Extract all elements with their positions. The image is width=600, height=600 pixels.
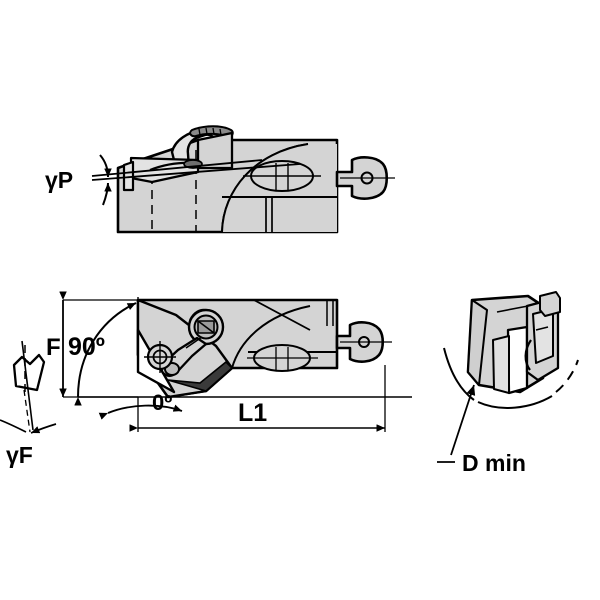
clamp-screw-slash [197,320,215,334]
gamma-p-label: γP [45,167,73,193]
angle-0-label: 0º [152,390,172,415]
side-view-top: γP [45,125,395,234]
oblique-edge [253,299,311,331]
d-min-label: D min [462,450,526,476]
f-dimension-label: F [46,334,61,361]
iso-insert-face [506,325,529,395]
knurl-1 [198,128,201,136]
iso-body-side [467,299,488,386]
left-tab [122,160,135,192]
iso-clamp-face [532,308,554,364]
iso-shim-face [492,335,510,394]
knurl-2 [205,127,208,135]
bore-arc-right-dashed [555,359,579,393]
l1-dimension-label: L1 [238,399,267,427]
angle-90-arc [74,302,137,406]
rake-reference-line-2 [91,159,263,177]
gamma-f-datum-2 [23,389,31,433]
iso-top-block [539,291,561,317]
gamma-p-arc-upper [99,154,112,178]
gamma-p-arc-lower [102,182,112,206]
clamp-base-block [196,131,234,170]
knurl-3 [212,127,215,135]
iso-top-line [496,305,529,313]
shoulder-arc-plan [231,305,311,369]
angle-0-arc [98,404,183,420]
gamma-f-angled-line [21,340,34,431]
d-min-leader-line [450,384,476,456]
plan-view-middle: F 90º 0º L1 γF [0,291,412,468]
iso-view-right: D min [437,291,579,476]
angle-90-label: 90º [68,333,105,361]
knurl-4 [219,128,222,136]
bore-arc-bottom [477,395,553,409]
gamma-f-label: γF [6,442,33,468]
cutting-edge-shadow [167,360,234,392]
gamma-f-arc-right [30,423,57,434]
clamp-arm-line [185,336,203,349]
gamma-f-arc-left [0,419,27,433]
rake-reference-line [91,163,301,181]
iso-clamp-detail-line [535,326,549,331]
clamp-screw-arc [189,308,207,321]
iso-clamp-hook [524,339,532,371]
